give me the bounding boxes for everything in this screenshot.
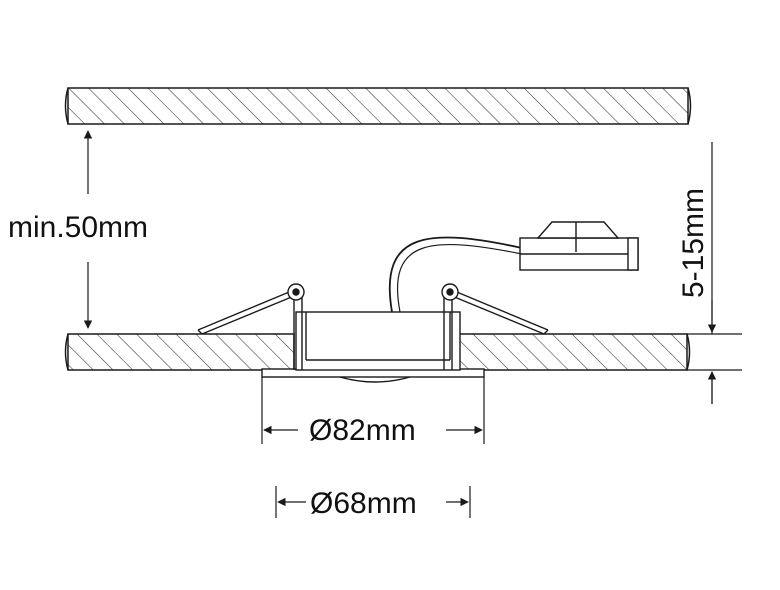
spring-clip-left	[197, 283, 305, 370]
spring-clip-right	[441, 283, 549, 370]
cutout-diameter-label: Ø68mm	[310, 487, 417, 520]
cutout-diameter-dimension	[275, 486, 471, 518]
outer-diameter-label: Ø82mm	[309, 414, 416, 447]
connector-block	[519, 221, 639, 271]
clearance-label: min.50mm	[8, 211, 148, 244]
spotlight-fixture	[197, 236, 549, 383]
outer-diameter-dimension	[261, 377, 485, 444]
thickness-dimension	[687, 142, 742, 404]
ceiling-panel	[64, 333, 691, 371]
upper-ceiling-slab	[64, 87, 692, 125]
thickness-label: 5-15mm	[677, 188, 710, 298]
clearance-dimension: min.50mm	[8, 130, 148, 329]
power-cable	[388, 236, 523, 313]
